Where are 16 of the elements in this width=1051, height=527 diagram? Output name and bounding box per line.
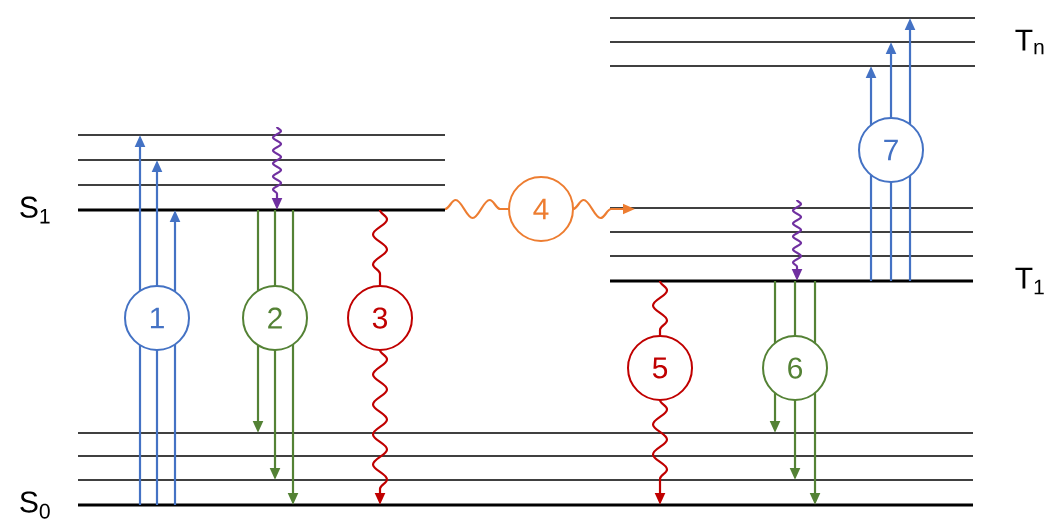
state-label: T$_{1}$ [1015, 267, 1044, 295]
line [793, 281, 797, 336]
line [256, 210, 260, 291]
line [138, 345, 142, 505]
line [291, 210, 295, 292]
line [773, 281, 777, 343]
state-label: S$_{0}$ [20, 491, 50, 519]
line [813, 281, 817, 343]
state-label: T$_{n}$ [1015, 29, 1044, 55]
line [908, 175, 912, 281]
line [273, 210, 277, 286]
line [155, 350, 159, 505]
line [869, 175, 873, 281]
line [173, 344, 177, 505]
line [889, 182, 893, 281]
state-label: S$_{1}$ [20, 196, 50, 224]
